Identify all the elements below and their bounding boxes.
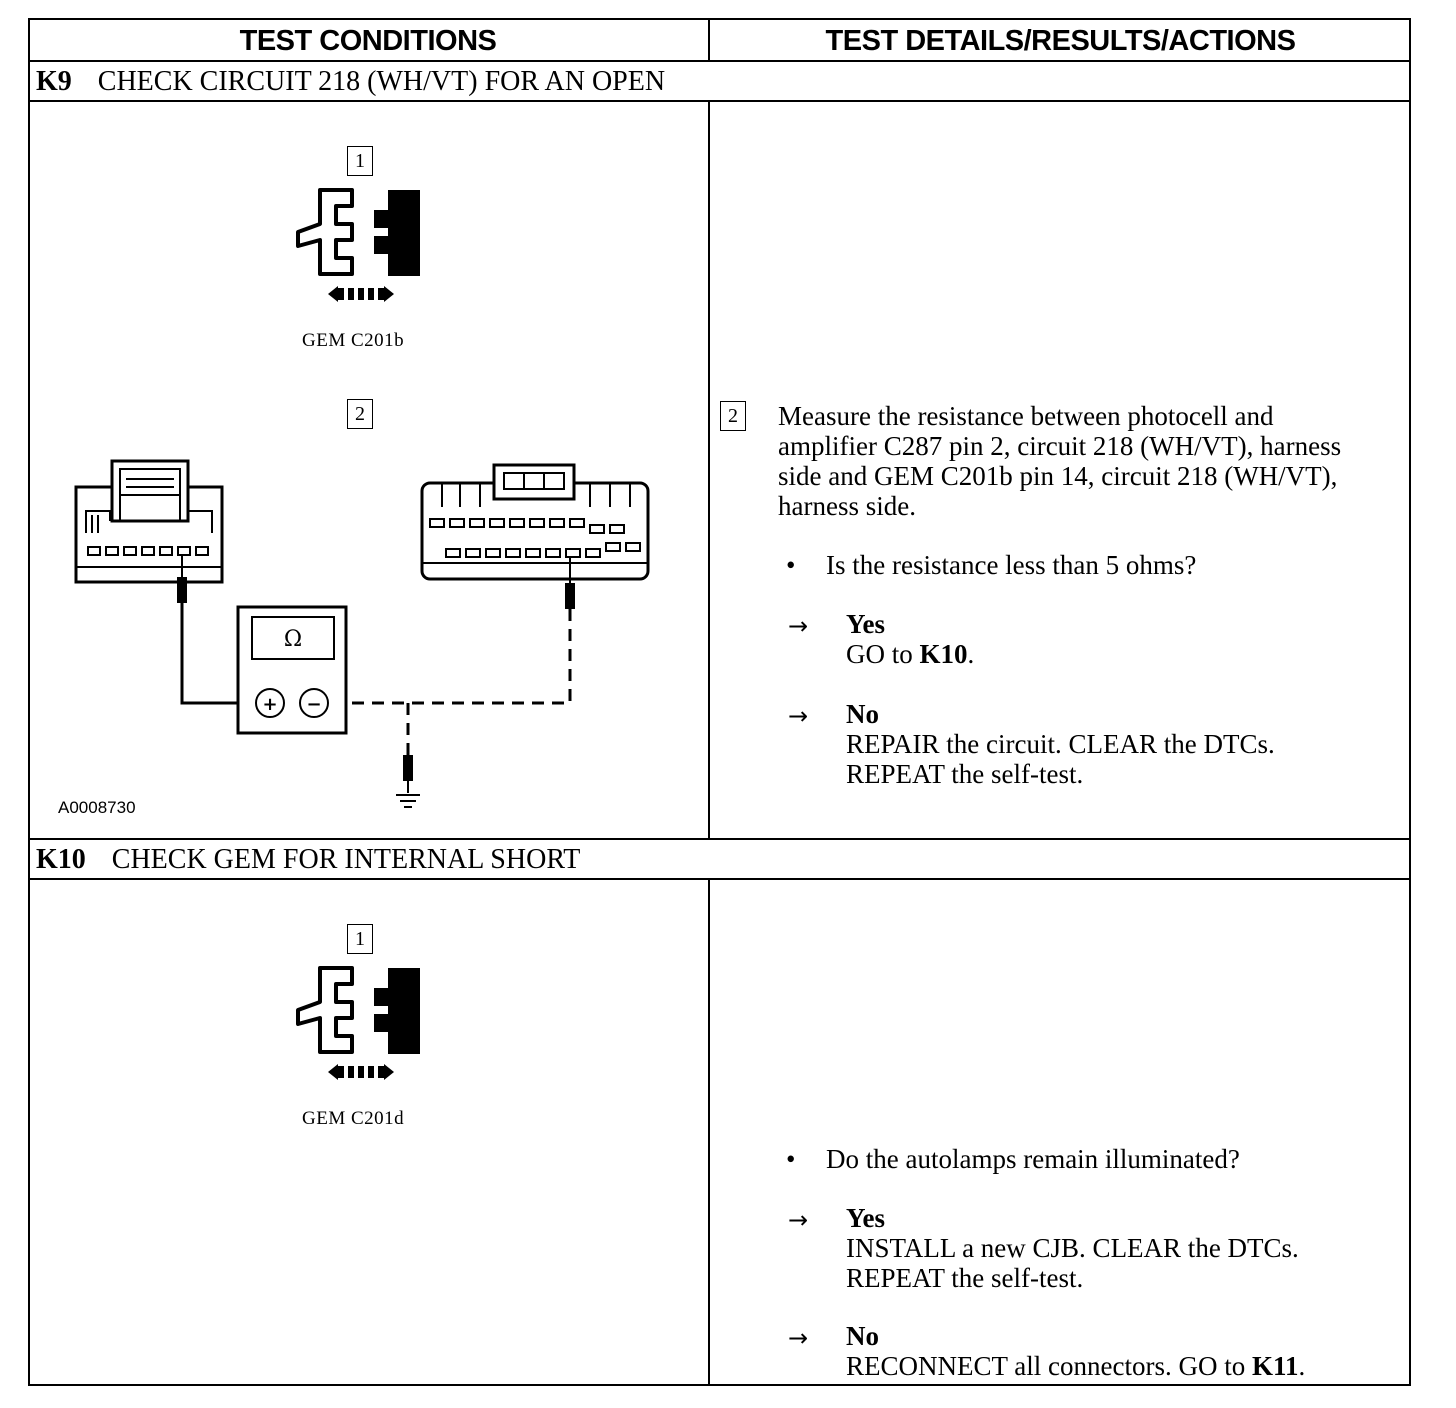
k10-bullet: • xyxy=(786,1144,796,1174)
k9-yes-label: Yes xyxy=(846,609,885,639)
k10-step1-box: 1 xyxy=(347,924,373,954)
k10-no-label: No xyxy=(846,1321,879,1351)
k9-step1-box: 1 xyxy=(347,146,373,176)
k9-bullet: • xyxy=(786,550,796,580)
ohm-symbol: Ω xyxy=(284,627,302,652)
k10-column-divider xyxy=(708,878,710,1386)
k10-top-divider xyxy=(28,838,1411,840)
k10-section-title: K10 CHECK GEM FOR INTERNAL SHORT xyxy=(36,840,580,880)
k10-no-action: RECONNECT all connectors. GO to K11. xyxy=(846,1351,1306,1381)
meter-plus-terminal: + xyxy=(262,694,277,715)
k10-step1-caption: GEM C201d xyxy=(302,1108,405,1129)
header-column-divider xyxy=(708,18,710,60)
meter-minus-terminal: − xyxy=(306,694,321,715)
k9-no-label: No xyxy=(846,699,879,729)
k10-yes-arrow-icon: → xyxy=(788,1206,809,1234)
k9-yes-arrow-icon: → xyxy=(788,612,809,640)
k9-title-divider xyxy=(28,100,1411,102)
table-frame xyxy=(28,18,1411,1386)
k9-yes-action: GO to K10. xyxy=(846,639,975,669)
k10-no-arrow-icon: → xyxy=(788,1324,809,1352)
k9-section-title: K9 CHECK CIRCUIT 218 (WH/VT) FOR AN OPEN xyxy=(36,62,665,102)
k9-step1-caption: GEM C201b xyxy=(302,330,405,351)
ohmmeter: Ω + − xyxy=(236,605,348,735)
k9-no-arrow-icon: → xyxy=(788,702,809,730)
disconnect-connector-icon xyxy=(296,188,420,302)
header-test-conditions: TEST CONDITIONS xyxy=(239,24,497,57)
k10-yes-label: Yes xyxy=(846,1203,885,1233)
k9-step2-box: 2 xyxy=(347,399,373,429)
resistance-test-diagram: Ω + − xyxy=(74,459,650,808)
k10-title: CHECK GEM FOR INTERNAL SHORT xyxy=(111,844,581,875)
k10-question: Do the autolamps remain illuminated? xyxy=(826,1144,1240,1174)
disconnect-connector-icon xyxy=(296,966,420,1080)
k10-title-divider xyxy=(28,878,1411,880)
k10-id: K10 xyxy=(36,844,86,875)
header-divider xyxy=(28,60,1411,62)
k9-title: CHECK CIRCUIT 218 (WH/VT) FOR AN OPEN xyxy=(97,66,666,97)
k9-question: Is the resistance less than 5 ohms? xyxy=(826,550,1197,580)
k9-column-divider xyxy=(708,100,710,838)
header-test-details: TEST DETAILS/RESULTS/ACTIONS xyxy=(825,24,1296,57)
k9-id: K9 xyxy=(36,66,72,97)
k9-figure-id: A0008730 xyxy=(58,798,136,817)
photocell-connector xyxy=(74,459,224,584)
k9-no-action: REPAIR the circuit. CLEAR the DTCs. REPE… xyxy=(846,729,1275,789)
k10-goto-k11: K11 xyxy=(1251,1351,1299,1381)
k9-detail-step-box: 2 xyxy=(720,401,746,431)
k9-goto-k10: K10 xyxy=(919,639,968,669)
gem-connector xyxy=(420,463,650,581)
k10-yes-action: INSTALL a new CJB. CLEAR the DTCs. REPEA… xyxy=(846,1233,1299,1293)
k9-detail-text: Measure the resistance between photocell… xyxy=(778,401,1342,521)
